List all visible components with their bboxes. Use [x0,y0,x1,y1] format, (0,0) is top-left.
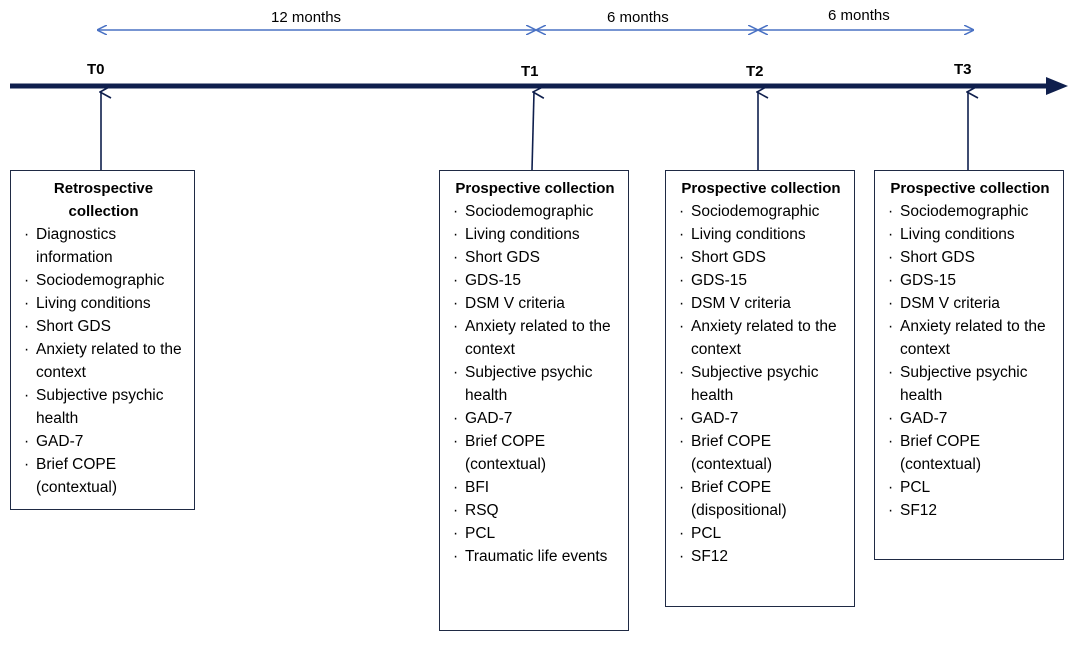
timepoint-label-t2: T2 [746,63,764,80]
measure-item: Living conditions [21,292,186,315]
measure-item: Sociodemographic [676,200,846,223]
measure-item: Sociodemographic [450,200,620,223]
measure-item: Anxiety related to the context [450,315,620,361]
measure-item: SF12 [885,499,1055,522]
measure-item: SF12 [676,545,846,568]
measure-item: Short GDS [676,246,846,269]
measure-item: RSQ [450,499,620,522]
measure-item: GAD-7 [21,430,186,453]
measure-item: GAD-7 [676,407,846,430]
measure-item: Brief COPE (contextual) [676,430,846,476]
measure-item: Living conditions [450,223,620,246]
measure-item: Living conditions [885,223,1055,246]
measure-item: PCL [885,476,1055,499]
measure-item: PCL [676,522,846,545]
measure-item: DSM V criteria [885,292,1055,315]
measure-item: Anxiety related to the context [885,315,1055,361]
measure-list: SociodemographicLiving conditionsShort G… [676,200,846,568]
measure-item: GDS-15 [885,269,1055,292]
interval-label-t1-t2: 6 months [607,9,669,26]
measure-item: Sociodemographic [21,269,186,292]
collection-box-t0: Retrospective collection Diagnostics inf… [10,170,195,510]
measure-item: Subjective psychic health [450,361,620,407]
measure-item: Anxiety related to the context [21,338,186,384]
measure-item: BFI [450,476,620,499]
measure-item: GAD-7 [450,407,620,430]
measure-item: PCL [450,522,620,545]
measure-item: DSM V criteria [676,292,846,315]
interval-label-t0-t1: 12 months [271,9,342,26]
connector-t1 [531,92,534,171]
box-title: Retrospective collection [53,180,154,220]
measure-item: GAD-7 [885,407,1055,430]
measure-list: SociodemographicLiving conditionsShort G… [450,200,620,568]
measure-item: Brief COPE (contextual) [450,430,620,476]
measure-item: Brief COPE (contextual) [885,430,1055,476]
collection-box-t2: Prospective collection SociodemographicL… [665,170,855,607]
measure-item: Short GDS [885,246,1055,269]
measure-item: GDS-15 [450,269,620,292]
measure-item: Subjective psychic health [676,361,846,407]
measure-item: GDS-15 [676,269,846,292]
measure-item: DSM V criteria [450,292,620,315]
box-title: Prospective collection [890,180,1050,197]
collection-box-t1: Prospective collection SociodemographicL… [439,170,629,631]
measure-item: Brief COPE (contextual) [21,453,186,499]
measure-list: SociodemographicLiving conditionsShort G… [885,200,1055,522]
measure-item: Short GDS [21,315,186,338]
timepoint-label-t3: T3 [954,61,972,78]
timepoint-label-t1: T1 [521,63,539,80]
measure-item: Living conditions [676,223,846,246]
timepoint-label-t0: T0 [87,61,105,78]
measure-item: Brief COPE (dispositional) [676,476,846,522]
timeline-axis-arrowhead [1046,77,1068,95]
interval-label-t2-t3: 6 months [828,7,890,24]
measure-item: Short GDS [450,246,620,269]
box-title: Prospective collection [455,180,615,197]
box-title: Prospective collection [681,180,841,197]
measure-item: Subjective psychic health [21,384,186,430]
measure-item: Diagnostics information [21,223,186,269]
measure-item: Traumatic life events [450,545,620,568]
measure-item: Anxiety related to the context [676,315,846,361]
measure-item: Sociodemographic [885,200,1055,223]
collection-box-t3: Prospective collection SociodemographicL… [874,170,1064,560]
measure-list: Diagnostics informationSociodemographicL… [21,223,186,499]
measure-item: Subjective psychic health [885,361,1055,407]
